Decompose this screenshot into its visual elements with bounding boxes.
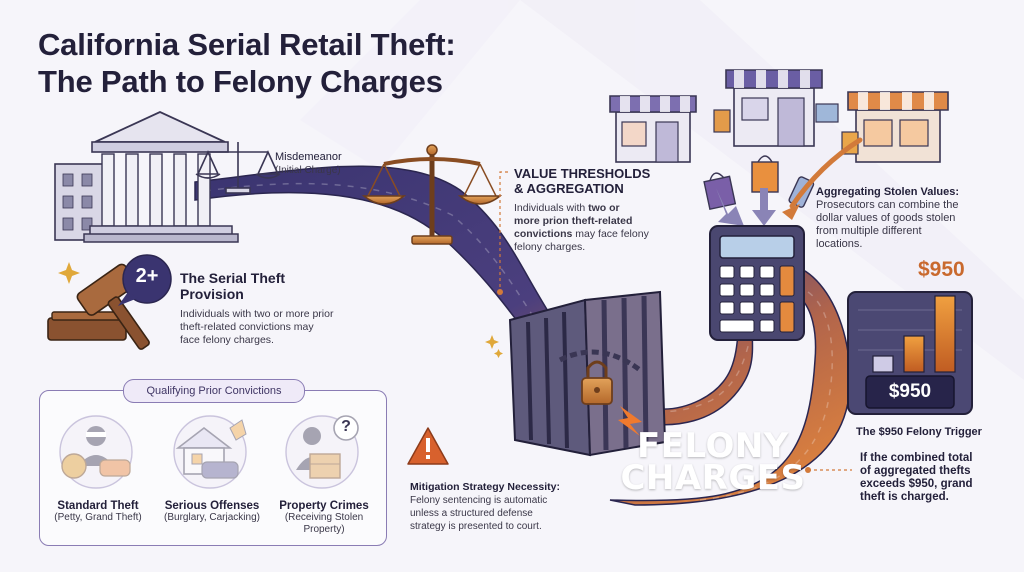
aggregating-title: Aggregating Stolen Values: xyxy=(816,186,960,198)
conviction-sub: (Receiving Stolen xyxy=(284,512,364,523)
vt-desc-bold-3: convictions xyxy=(514,228,573,240)
threshold-note-1: If the combined total xyxy=(860,452,973,464)
serial-theft-title-1: The Serial Theft xyxy=(180,270,286,286)
conviction-title: Property Crimes xyxy=(279,500,369,512)
conviction-sub-2: Property) xyxy=(303,524,345,535)
mitigation-block: Mitigation Strategy Necessity: Felony se… xyxy=(410,481,610,533)
page-title-line1: California Serial Retail Theft: xyxy=(38,27,456,62)
store-icon xyxy=(841,91,949,163)
value-thresholds-title-1: VALUE THRESHOLDS xyxy=(514,166,651,181)
qualifying-convictions-panel xyxy=(39,390,387,546)
threshold-note-3: exceeds $950, grand xyxy=(860,478,973,490)
arrow-icon xyxy=(789,137,863,209)
threshold-caption: The $950 Felony Trigger xyxy=(856,426,982,438)
conviction-sub: (Burglary, Carjacking) xyxy=(164,512,260,523)
calculator-icon xyxy=(709,225,805,341)
shopping-bag-icon xyxy=(751,155,779,193)
felony-line-1: FELONY xyxy=(637,426,789,466)
page-title: California Serial Retail Theft: The Path… xyxy=(38,26,456,100)
vt-desc-bold-2: more prion theft-related xyxy=(514,215,633,227)
warning-icon xyxy=(407,427,449,465)
vt-desc-3: may face felony xyxy=(575,228,649,240)
conviction-sub: (Petty, Grand Theft) xyxy=(54,512,142,523)
aggregating-desc-2: dollar values of goods stolen xyxy=(816,212,956,224)
value-thresholds-title-2: & AGGREGATION xyxy=(514,181,624,196)
mitigation-desc-2: unless a structured defense xyxy=(410,508,533,519)
misdemeanor-label: Misdemeanor (Initial Charge) xyxy=(275,151,342,177)
threshold-note-2: of aggregated thefts xyxy=(860,465,971,477)
threshold-note-4: theft is charged. xyxy=(860,491,949,503)
store-icon xyxy=(713,69,839,147)
threshold-top-label: $950 xyxy=(918,258,965,281)
courthouse-icon xyxy=(54,111,239,243)
road-center-line xyxy=(204,182,833,501)
conviction-title: Standard Theft xyxy=(57,500,139,512)
vt-desc-1: Individuals with xyxy=(514,202,586,214)
arrow-head-icon xyxy=(782,204,800,220)
conviction-item-standard-theft: Standard Theft (Petty, Grand Theft) xyxy=(48,500,148,524)
threshold-bar-label: $950 xyxy=(888,381,932,402)
sparkle-icon xyxy=(58,262,503,358)
serial-theft-desc-2: theft-related convictions may xyxy=(180,321,314,333)
chart-bar xyxy=(903,335,925,373)
conviction-item-serious-offenses: Serious Offenses (Burglary, Carjacking) xyxy=(160,500,264,524)
mitigation-desc-1: Felony sentencing is automatic xyxy=(410,495,548,506)
conviction-item-property-crimes: Property Crimes (Receiving Stolen Proper… xyxy=(274,500,374,536)
aggregating-desc-1: Prosecutors can combine the xyxy=(816,199,959,211)
threshold-chart xyxy=(847,291,973,415)
store-icon xyxy=(609,95,697,163)
misdemeanor-title: Misdemeanor xyxy=(275,151,342,163)
qualifying-convictions-title: Qualifying Prior Convictions xyxy=(123,379,305,403)
chart-bar xyxy=(934,295,956,373)
gavel-icon xyxy=(47,263,150,350)
felony-line-2: CHARGES xyxy=(620,458,806,498)
serial-theft-block: The Serial Theft Provision Individuals w… xyxy=(180,270,370,347)
jail-cell-icon xyxy=(508,290,667,457)
serial-theft-desc-3: face felony charges. xyxy=(180,334,274,346)
vt-desc-bold-1: two or xyxy=(588,202,620,214)
count-badge-bubble xyxy=(118,254,172,306)
misdemeanor-sub: (Initial Charge) xyxy=(275,165,341,176)
shopping-bag-icon xyxy=(703,172,737,210)
serial-theft-desc-1: Individuals with two or more prior xyxy=(180,308,334,320)
threshold-note: If the combined total of aggregated thef… xyxy=(860,452,1010,504)
aggregating-desc-4: locations. xyxy=(816,238,863,250)
count-badge: 2+ xyxy=(135,265,159,287)
page-title-line2: The Path to Felony Charges xyxy=(38,64,443,99)
mitigation-title: Mitigation Strategy Necessity: xyxy=(410,481,560,493)
conviction-title: Serious Offenses xyxy=(164,500,260,512)
vt-desc-4: felony charges. xyxy=(514,241,586,253)
chart-bar xyxy=(872,355,894,373)
felony-charges-label: FELONY CHARGES xyxy=(618,426,808,498)
serial-theft-title-2: Provision xyxy=(180,286,244,302)
aggregating-desc-3: from multiple different xyxy=(816,225,922,237)
value-thresholds-block: VALUE THRESHOLDS & AGGREGATION Individua… xyxy=(514,166,674,254)
question-mark-icon: ? xyxy=(341,418,351,435)
aggregating-block: Aggregating Stolen Values: Prosecutors c… xyxy=(816,186,1006,251)
small-scale-icon xyxy=(195,142,281,194)
mitigation-desc-3: strategy is presented to court. xyxy=(410,521,542,532)
arrow-icon xyxy=(716,188,776,226)
justice-scale-icon xyxy=(361,144,503,245)
